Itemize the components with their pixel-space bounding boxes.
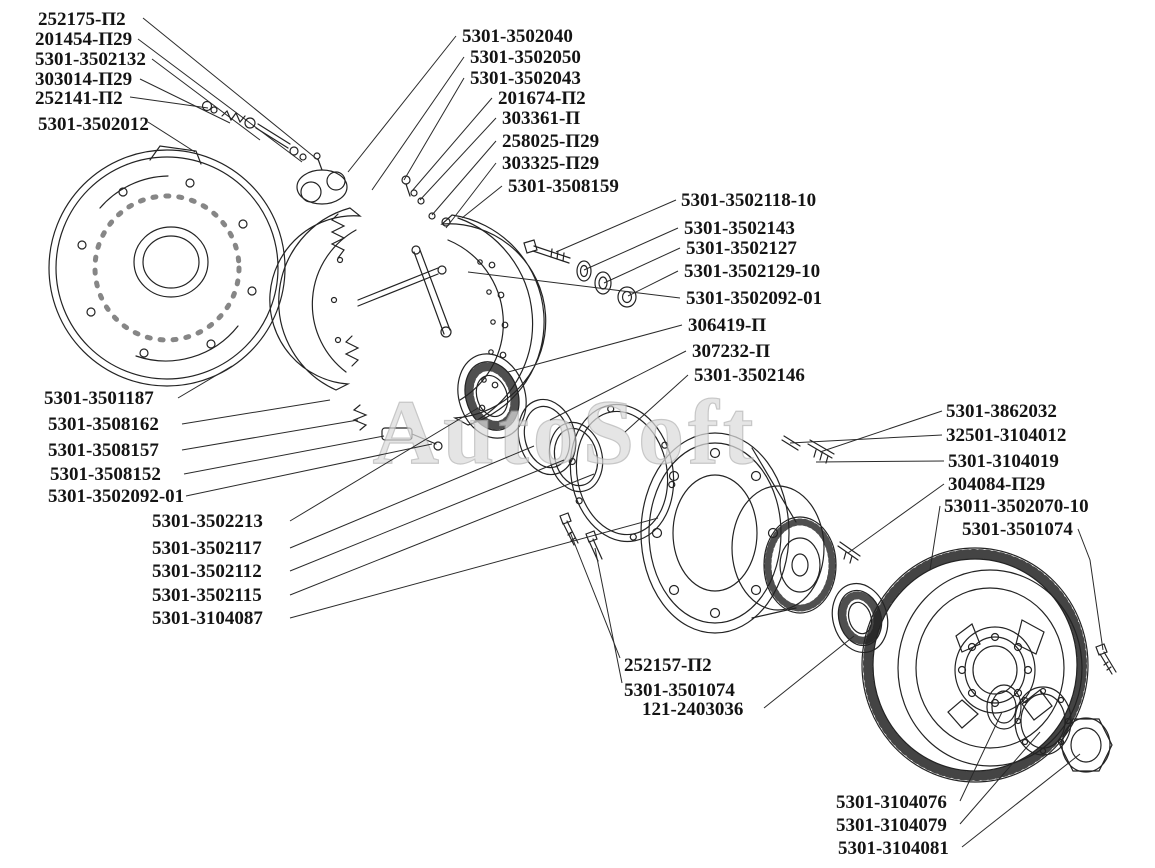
washer: [986, 684, 1022, 730]
outer-wheel-bearing: [831, 582, 889, 654]
brake-drum: [861, 547, 1089, 783]
part-label: 5301-3502112: [152, 561, 262, 582]
part-label: 5301-3104076: [836, 792, 947, 813]
part-label: 5301-3501187: [44, 388, 154, 409]
inner-wheel-bearing: [457, 353, 527, 439]
leader-lines: [129, 17, 1104, 848]
part-label: 201674-П2: [498, 88, 586, 109]
part-label: 53011-3502070-10: [944, 496, 1089, 517]
part-label: 5301-3508162: [48, 414, 159, 435]
part-label: 307232-П: [692, 341, 770, 362]
part-label: 258025-П29: [502, 131, 599, 152]
part-label: 5301-3508152: [50, 464, 161, 485]
part-label: 5301-3502092-01: [48, 486, 184, 507]
brake-backing-plate: [48, 145, 286, 387]
part-labels: 252175-П2 201454-П29 5301-3502132 303014…: [35, 9, 1089, 859]
oil-seal: [517, 398, 577, 476]
watermark: AutoSoft: [373, 381, 758, 483]
part-label: 252157-П2: [624, 655, 712, 676]
part-label: 303014-П29: [35, 69, 132, 90]
wheel-hub: [640, 432, 837, 634]
hub-nut: [1059, 717, 1113, 773]
part-label: 5301-3502115: [152, 585, 262, 606]
part-label: 252175-П2: [38, 9, 126, 30]
part-label: 5301-3104081: [838, 838, 949, 859]
shoe-bolt-and-washers: [523, 239, 637, 308]
part-label: 304084-П29: [948, 474, 1045, 495]
part-label: 303325-П29: [502, 153, 599, 174]
part-label: 5301-3501074: [624, 680, 735, 701]
part-label: 5301-3104087: [152, 608, 263, 629]
part-label: 5301-3862032: [946, 401, 1057, 422]
part-label: 5301-3508159: [508, 176, 619, 197]
part-label: 32501-3104012: [946, 425, 1066, 446]
part-label: 303361-П: [502, 108, 580, 129]
hub-studs: [781, 435, 861, 564]
part-label: 5301-3502132: [35, 49, 146, 70]
part-label: 5301-3502012: [38, 114, 149, 135]
top-left-fasteners: [201, 100, 307, 161]
lock-washer: [1014, 686, 1072, 756]
part-label: 5301-3502213: [152, 511, 263, 532]
part-label: 5301-3502040: [462, 26, 573, 47]
part-label: 252141-П2: [35, 88, 123, 109]
part-label: 5301-3104019: [948, 451, 1059, 472]
small-bolts: [559, 512, 1117, 675]
part-label: 5301-3502146: [694, 365, 805, 386]
part-label: 5301-3502043: [470, 68, 581, 89]
part-label: 5301-3502129-10: [684, 261, 820, 282]
part-label: 306419-П: [688, 315, 766, 336]
part-label: 5301-3502143: [684, 218, 795, 239]
part-label: 121-2403036: [642, 699, 743, 720]
part-label: 5301-3508157: [48, 440, 159, 461]
seal-ring: [548, 421, 604, 493]
wheel-cylinder: [296, 152, 348, 205]
part-label: 5301-3502117: [152, 538, 262, 559]
part-label: 201454-П29: [35, 29, 132, 50]
part-label: 5301-3502050: [470, 47, 581, 68]
part-label: 5301-3501074: [962, 519, 1073, 540]
part-label: 5301-3502118-10: [681, 190, 816, 211]
part-label: 5301-3104079: [836, 815, 947, 836]
part-label: 5301-3502127: [686, 238, 797, 259]
part-label: 5301-3502092-01: [686, 288, 822, 309]
